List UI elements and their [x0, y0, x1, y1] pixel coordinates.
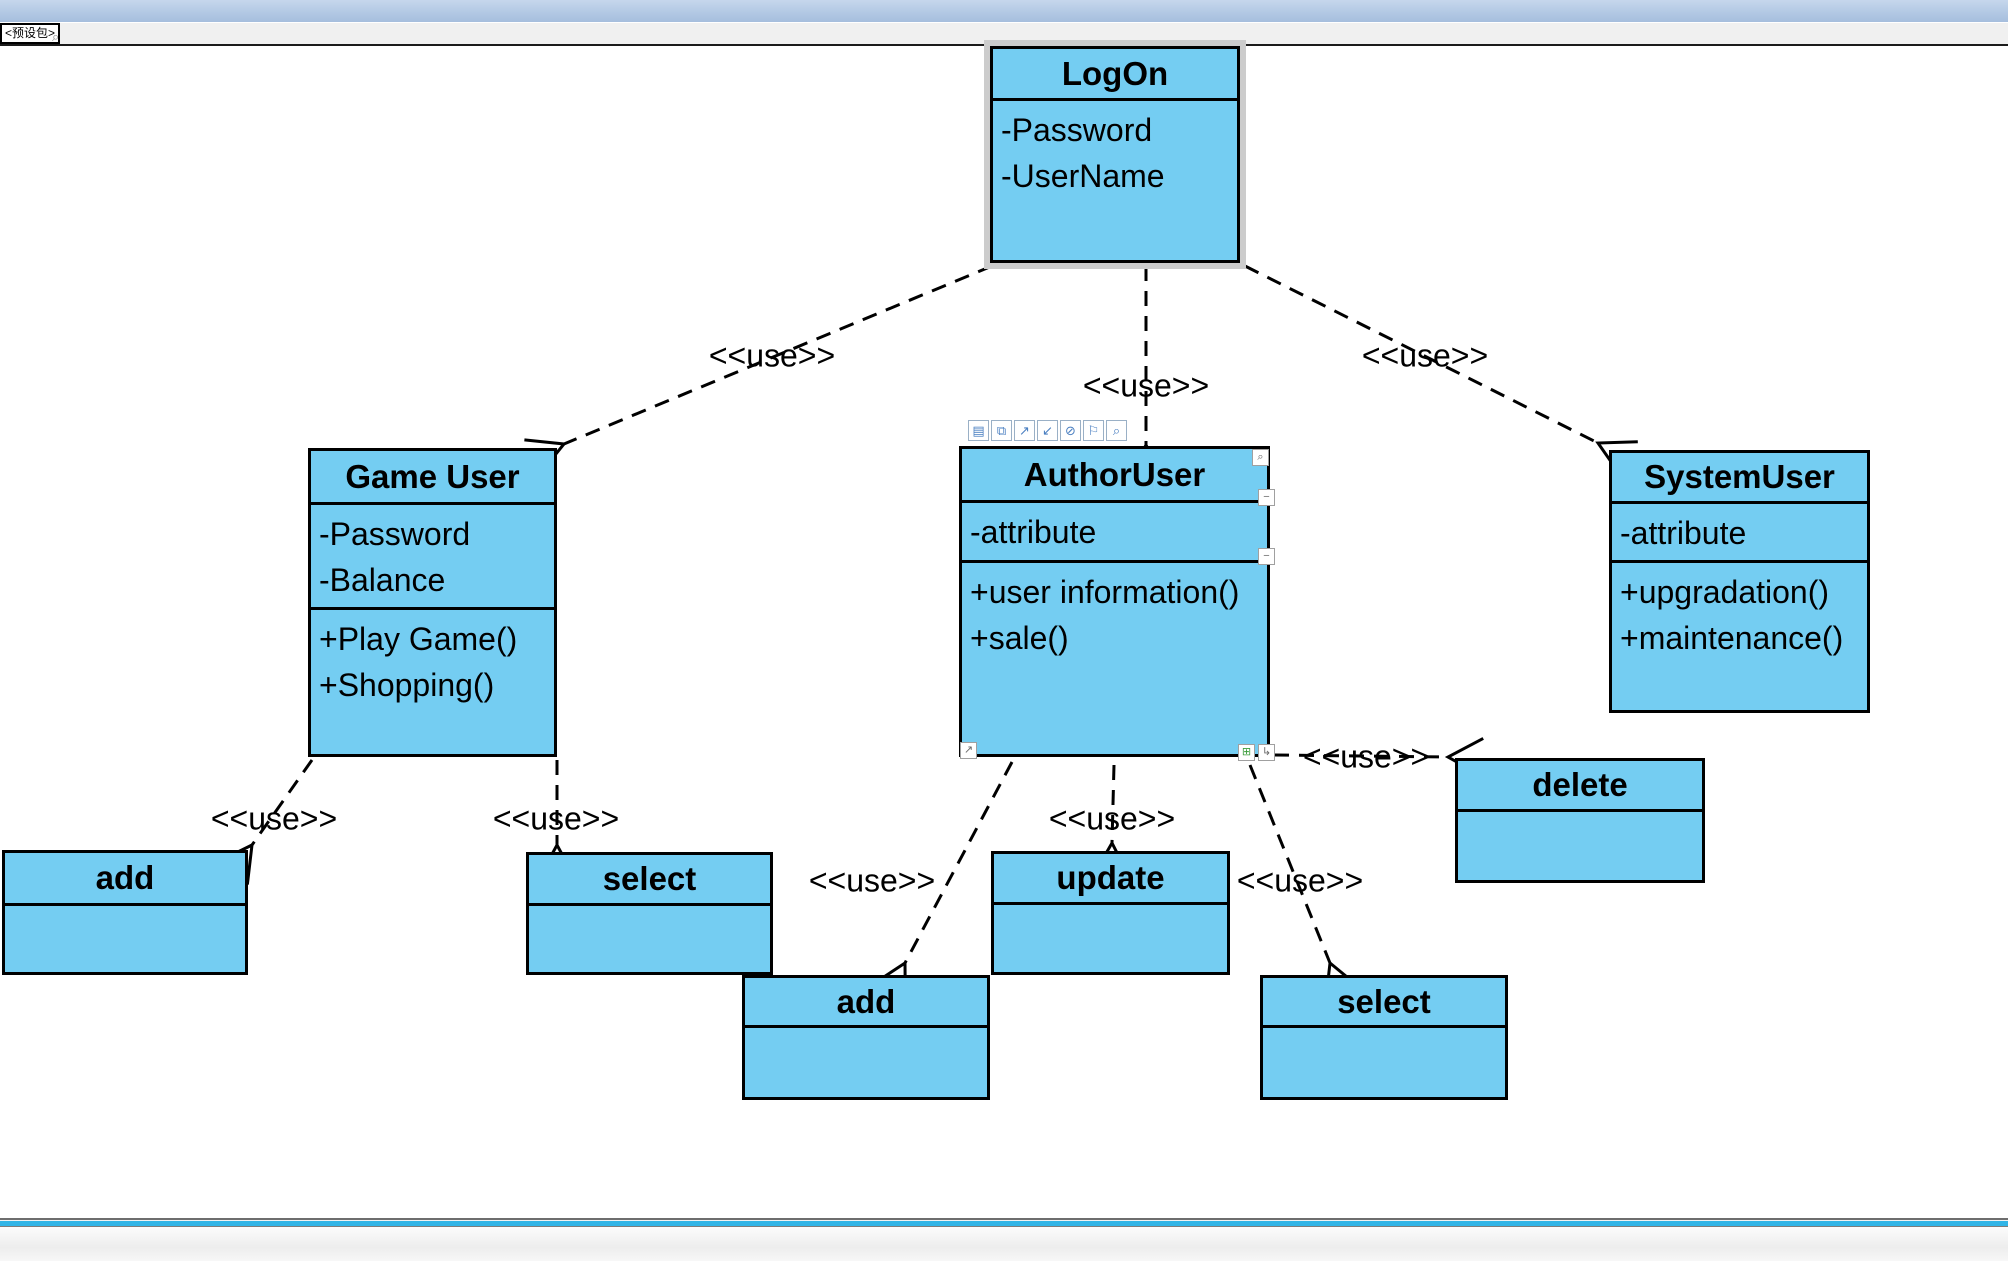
use-stereotype-label[interactable]: <<use>> [1361, 337, 1489, 374]
attributes-compartment: -attribute [962, 500, 1267, 560]
diagram-toolstrip [0, 23, 2008, 44]
class-select-right[interactable]: select [1260, 975, 1508, 1100]
use-stereotype-label[interactable]: <<use>> [492, 800, 620, 837]
resize-handle-icon[interactable]: ↳ [1258, 744, 1275, 761]
class-add-middle[interactable]: add [742, 975, 990, 1100]
floating-shape-toolbar: ▤⧉↗↙⊘⚐⌕ [968, 420, 1127, 441]
fit-grid-handle-icon[interactable]: ⊞ [1238, 744, 1255, 761]
dependency-edge-logon-gameuser[interactable] [524, 264, 993, 476]
doc-link-icon[interactable]: ▤ [968, 420, 989, 441]
class-title: select [1337, 983, 1431, 1020]
doc-remove-icon[interactable]: ⊘ [1060, 420, 1081, 441]
dependency-edge-logon-systemuser[interactable] [1244, 264, 1638, 477]
dependency-edge-authoruser-add[interactable] [870, 761, 1014, 1003]
collapse-methods-icon[interactable]: − [1258, 548, 1275, 565]
attributes-compartment: -Password -UserName [993, 98, 1237, 260]
class-member: +user information() [970, 574, 1240, 610]
class-title: SystemUser [1644, 458, 1835, 495]
class-title: delete [1532, 766, 1628, 803]
dependency-edge-authoruser-select[interactable] [1248, 764, 1362, 1003]
class-title: add [95, 859, 155, 896]
class-logon[interactable]: LogOn -Password -UserName [990, 46, 1240, 263]
class-member: -Balance [319, 562, 446, 598]
methods-compartment: +Play Game() +Shopping() [311, 607, 554, 754]
attributes-compartment [745, 1025, 987, 1097]
class-add-left[interactable]: add [2, 850, 248, 975]
status-accent-line [0, 1221, 2008, 1227]
package-tab[interactable]: <预设包> [0, 23, 61, 44]
status-bar-body [0, 1227, 2008, 1261]
doc-arrow-sw-icon[interactable]: ↙ [1037, 420, 1058, 441]
class-title: Game User [345, 458, 520, 495]
class-member: +upgradation() [1620, 574, 1830, 610]
use-stereotype-label[interactable]: <<use>> [808, 862, 936, 899]
use-stereotype-label[interactable]: <<use>> [1048, 800, 1176, 837]
attributes-compartment [1458, 809, 1702, 880]
attributes-compartment [994, 902, 1227, 972]
collapse-attributes-icon[interactable]: − [1258, 489, 1275, 506]
class-member: +Shopping() [319, 667, 495, 703]
class-member: -Password [1001, 112, 1153, 148]
class-title: select [602, 860, 697, 897]
use-stereotype-label[interactable]: <<use>> [210, 800, 338, 837]
magnifier-handle-icon[interactable]: ⌕ [1252, 449, 1269, 466]
attributes-compartment: -attribute [1612, 501, 1867, 560]
docs-copy-icon[interactable]: ⧉ [991, 420, 1012, 441]
status-bar [0, 1218, 2008, 1261]
class-delete[interactable]: delete [1455, 758, 1705, 883]
class-member: +sale() [970, 620, 1069, 656]
doc-arrow-ne-icon[interactable]: ↗ [1014, 420, 1035, 441]
class-member: +maintenance() [1620, 620, 1844, 656]
attributes-compartment [5, 903, 245, 972]
cube-zoom-icon[interactable]: ⌕ [1106, 420, 1127, 441]
class-title: LogOn [1061, 55, 1169, 92]
dependency-edge-authoruser-update[interactable] [1090, 764, 1132, 880]
attributes-compartment [529, 903, 770, 972]
class-system-user[interactable]: SystemUser -attribute +upgradation() +maint… [1609, 450, 1870, 713]
use-stereotype-label[interactable]: <<use>> [1302, 738, 1430, 775]
dependency-edge-gameuser-add[interactable] [215, 759, 314, 885]
use-stereotype-label[interactable]: <<use>> [1236, 862, 1364, 899]
class-update[interactable]: update [991, 851, 1230, 975]
class-game-user[interactable]: Game User -Password -Balance +Play Game() +S… [308, 448, 557, 757]
dependency-edge-authoruser-delete[interactable] [1273, 737, 1484, 778]
methods-compartment: +upgradation() +maintenance() [1612, 560, 1867, 710]
class-select-left[interactable]: select [526, 852, 773, 975]
class-member: +Play Game() [319, 621, 518, 657]
class-member: -attribute [970, 514, 1097, 550]
use-stereotype-label[interactable]: <<use>> [1082, 367, 1210, 404]
class-member: -attribute [1620, 515, 1747, 551]
zoom-icon[interactable]: ⌕ [52, 29, 60, 44]
attributes-compartment [1263, 1025, 1505, 1097]
use-stereotype-label[interactable]: <<use>> [708, 337, 836, 374]
methods-compartment: +user information() +sale() [962, 560, 1267, 754]
arrow-ne-handle-icon[interactable]: ↗ [960, 742, 977, 759]
class-title: AuthorUser [1023, 456, 1206, 493]
note-link-icon[interactable]: ⚐ [1083, 420, 1104, 441]
class-member: -Password [319, 516, 471, 552]
status-divider-light [0, 1220, 2008, 1221]
attributes-compartment: -Password -Balance [311, 502, 554, 607]
class-member: -UserName [1001, 158, 1165, 194]
class-author-user[interactable]: AuthorUser-attribute+user information()+… [959, 446, 1270, 757]
status-divider-dark [0, 1218, 2008, 1220]
class-title: add [836, 983, 896, 1020]
window-titlebar [0, 0, 2008, 23]
toolstrip-border [0, 44, 2008, 46]
class-title: update [1056, 859, 1165, 896]
